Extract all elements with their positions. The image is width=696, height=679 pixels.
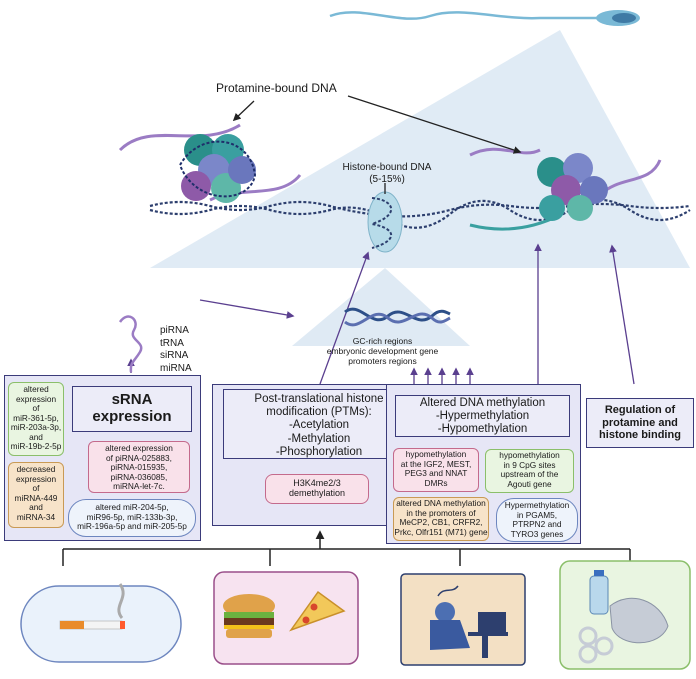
srna-blue-line: altered miR-204-5p, [95,502,169,512]
dna-meth-pink-line: PEG3 and NNAT [404,468,468,479]
ptm-title-line: -Acetylation [288,419,350,432]
srna-green-line: altered [23,384,49,394]
arrow-srna-to-dna [199,299,295,319]
sperm-icon [329,10,640,26]
dna-meth-green-line: hypomethylation [499,450,560,460]
cigarette-icon [20,583,182,663]
srna-orange-line: of [32,483,40,494]
srna-blue-box: altered miR-204-5p, miR96-5p, miR-133b-3… [68,499,196,537]
srna-blue-line: miR-196a-5p and miR-205-5p [77,521,187,532]
dna-meth-green-line: in 9 CpG sites [503,459,556,470]
ptm-title-line: -Phosphorylation [275,445,363,458]
ptm-title-line: modification (PTMs): [266,406,372,419]
dna-meth-blue-box: Hypermethylation in PGAM5, PTRPN2 and TY… [496,498,578,542]
promoters-text: promoters regions [348,355,417,366]
dna-meth-orange-line: MeCP2, CB1, CRFR2, [399,517,483,528]
srna-pink-line: piRNA-036085, [110,471,168,482]
fast-food-icon [213,571,359,665]
protamine-cluster-right [469,147,662,231]
ptm-title-line: -Methylation [287,432,351,445]
arrow-regulation-to-cluster [609,244,635,385]
rna-item: piRNA [160,325,189,336]
dna-meth-blue-line: in PGAM5, [516,509,558,520]
dna-strand [149,199,691,229]
dna-meth-blue-line: TYRO3 genes [510,528,564,539]
arrow-ptm-to-histone [319,251,370,385]
srna-green-line: expression [15,393,57,404]
srna-orange-line: miRNA-449 [14,492,58,503]
rna-item: miRNA [160,362,192,374]
embryonic-text: embryonic development gene [326,345,439,356]
srna-green-line: miR-19b-2-5p [10,441,62,452]
histone-nucleosome [367,191,403,253]
plastic-pollution-icon [559,560,691,670]
regulation-line: protamine and [602,416,678,429]
ptm-sub-box: H3K4me2/3 demethylation [265,474,369,504]
srna-blue-line: miR96-5p, miR-133b-3p, [86,511,178,522]
dna-meth-pink-line: hypomethylation [405,449,467,459]
srna-title-line: sRNA [111,391,153,408]
regulation-box: Regulation of protamine and histone bind… [586,398,694,448]
srna-pink-line: miRNA-let-7c. [113,481,165,492]
environment-bracket [62,530,631,566]
rna-item: siRNA [160,350,189,361]
gc-rich-label: GC-rich regions embryonic development ge… [300,336,465,366]
rna-list: piRNA tRNA siRNA miRNA [160,325,192,375]
srna-title-line: expression [92,408,172,426]
gc-dna-helix-icon [344,307,451,327]
srna-green-line: miR-361-5p, [13,412,59,423]
arrow-protamine-right [347,95,522,154]
arrow-protamine-left [232,100,255,122]
stressed-worker-icon [400,573,526,666]
regulation-line: Regulation of [604,404,676,416]
dna-meth-orange-line: altered DNA methylation [396,498,486,508]
dna-meth-title: Altered DNA methylation -Hypermethylatio… [395,395,570,437]
dna-meth-green-line: upstream of the [500,469,559,480]
histone-bound-text: Histone-bound DNA [342,162,432,173]
regulation-line: histone binding [599,429,681,442]
ptm-sub-line: demethylation [288,488,346,499]
dna-meth-blue-line: PTRPN2 and [512,519,562,530]
srna-pink-line: altered expression [105,443,173,453]
arrows-meth-to-gc [410,367,474,384]
zoom-triangle-small [292,268,470,346]
dna-meth-pink-box: hypomethylation at the IGF2, MEST, PEG3 … [393,448,479,492]
srna-pink-line: of piRNA-025883, [106,452,172,463]
dna-meth-green-line: Agouti gene [507,478,552,489]
dna-meth-orange-box: altered DNA methylation in the promoters… [393,497,489,541]
srna-orange-line: and [29,502,43,513]
srna-green-line: and [29,431,43,442]
srna-orange-line: decreased [16,464,56,474]
srna-pink-line: piRNA-015935, [110,462,168,473]
gc-rich-text: GC-rich regions [352,336,413,346]
protamine-cluster-left [118,123,302,203]
srna-orange-line: miRNA-34 [16,511,56,522]
dna-meth-title-line: -Hypermethylation [435,410,530,423]
srna-green-line: miR-203a-3p, [10,422,62,433]
srna-green-line: of [32,403,40,414]
dna-meth-pink-line: at the IGF2, MEST, [400,458,472,469]
srna-orange-line: expression [15,473,57,484]
dna-meth-orange-line: Prkc, Olfr151 (M71) gene [394,526,488,537]
histone-pct-text: (5-15%) [369,173,405,185]
dna-meth-green-box: hypomethylation in 9 CpG sites upstream … [485,449,574,493]
srna-squiggle-icon [118,315,143,373]
histone-bound-label: Histone-bound DNA (5-15%) [342,162,432,185]
ptm-title-line: Post-translational histone [254,393,384,405]
dna-meth-blue-line: Hypermethylation [504,500,570,510]
protamine-bound-label: Protamine-bound DNA [216,81,337,95]
srna-orange-box: decreased expression of miRNA-449 and mi… [8,462,64,528]
srna-pink-box: altered expression of piRNA-025883, piRN… [88,441,190,493]
dna-meth-pink-line: DMRs [424,477,448,488]
rna-item: tRNA [160,337,184,349]
srna-green-box: altered expression of miR-361-5p, miR-20… [8,382,64,456]
ptm-sub-line: H3K4me2/3 [293,478,341,488]
srna-title: sRNA expression [72,386,192,432]
dna-meth-title-line: Altered DNA methylation [419,397,546,409]
dna-meth-title-line: -Hypomethylation [437,423,528,436]
dna-meth-orange-line: in the promoters of [406,507,476,518]
